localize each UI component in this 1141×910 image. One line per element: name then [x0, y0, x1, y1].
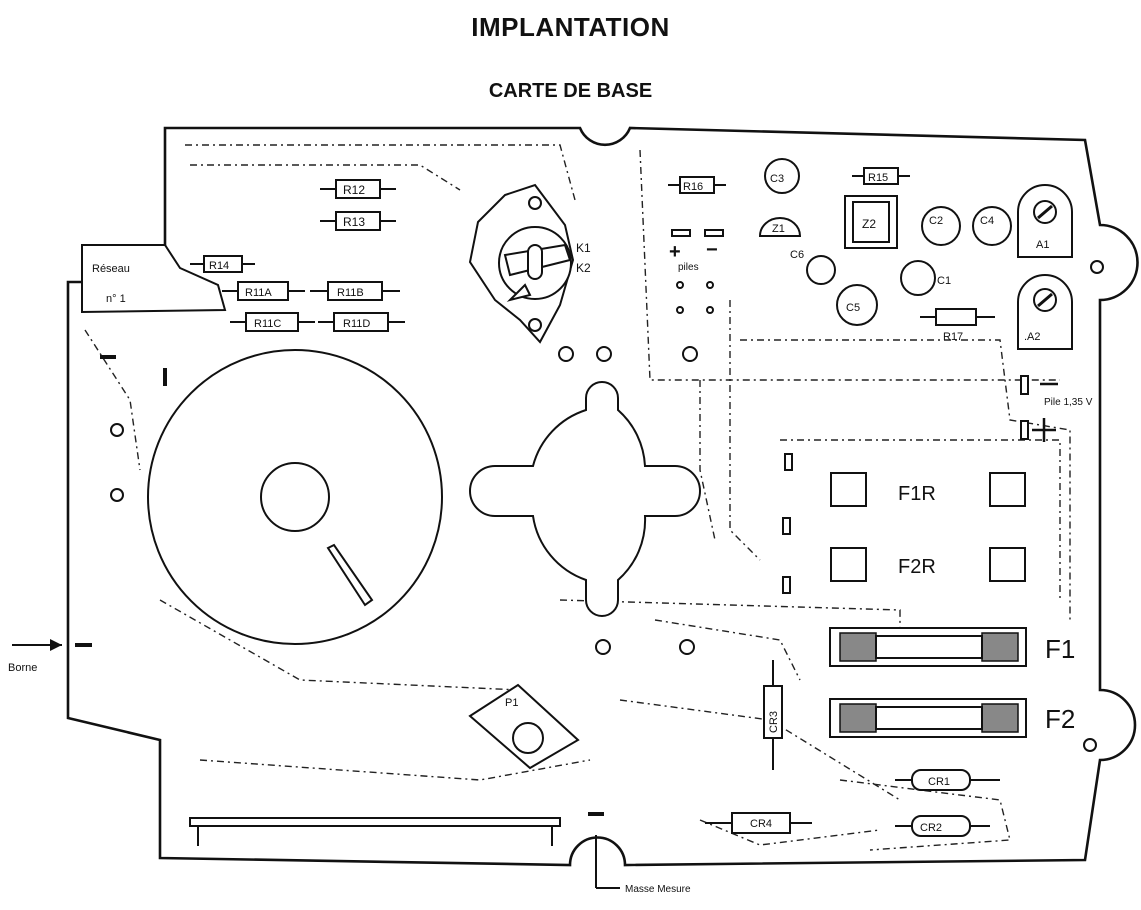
piles-label: piles [678, 262, 699, 273]
battery-connectors: + − piles [669, 229, 724, 314]
resistor-r11c: R11C [230, 312, 315, 332]
mount-hole [1090, 260, 1104, 274]
fuse-holders-f1r: F1R [782, 453, 1026, 594]
meter-bracket [469, 346, 701, 655]
page-subtitle: CARTE DE BASE [488, 80, 653, 102]
capacitor-c2: C2 [921, 206, 961, 246]
r13-label: R13 [343, 215, 365, 229]
resistor-r11b: R11B [310, 281, 400, 301]
meter-movement [100, 349, 443, 645]
c4-label: C4 [980, 215, 994, 227]
cr4-label: CR4 [750, 818, 772, 830]
z2-label: Z2 [862, 217, 876, 231]
resistor-r13: R13 [320, 211, 396, 231]
capacitor-c4: C4 [972, 206, 1012, 246]
resistor-r11d: R11D [318, 312, 405, 332]
zener-z1: Z1 [758, 217, 802, 237]
r16-label: R16 [683, 181, 703, 193]
r12-label: R12 [343, 183, 365, 197]
a2-label: .A2 [1024, 331, 1041, 343]
resistor-r15: R15 [852, 167, 910, 185]
r14-label: R14 [209, 260, 229, 272]
a1-label: A1 [1036, 239, 1049, 251]
diode-cr3: CR3 [763, 660, 783, 770]
p1-label: P1 [505, 697, 518, 709]
f2-label: F2 [1045, 704, 1075, 734]
svg-text:+: + [669, 241, 681, 263]
rotary-switch-k1-k2: K1 K2 [468, 183, 591, 344]
k2-label: K2 [576, 261, 591, 275]
capacitor-c1: C1 [900, 260, 951, 296]
resistor-r14: R14 [190, 255, 255, 273]
fuse-holders-f2r: F2R [830, 547, 1026, 582]
c5-label: C5 [846, 302, 860, 314]
z1-label: Z1 [772, 223, 785, 235]
diode-cr1: CR1 [895, 769, 1000, 791]
masse-label: Masse Mesure [625, 884, 691, 895]
r17-label: R17 [943, 331, 963, 343]
resistor-r17: R17 [920, 308, 995, 343]
adjustable-a2: .A2 [1017, 274, 1073, 350]
r11a-label: R11A [245, 287, 272, 299]
borne-terminal: Borne [8, 639, 92, 674]
pile-label: Pile 1,35 V [1044, 397, 1093, 408]
diode-cr2: CR2 [895, 815, 990, 837]
r11d-label: R11D [343, 318, 370, 330]
no1-label: n° 1 [106, 293, 126, 305]
f1r-label: F1R [898, 483, 936, 505]
reseau-block: Réseau n° 1 [81, 244, 227, 314]
r11c-label: R11C [254, 318, 281, 330]
r11b-label: R11B [337, 287, 364, 299]
cr3-label: CR3 [768, 711, 780, 733]
fuse-f2: F2 [829, 698, 1075, 738]
c6-label: C6 [790, 249, 804, 261]
cr2-label: CR2 [920, 822, 942, 834]
borne-label: Borne [8, 662, 37, 674]
r15-label: R15 [868, 172, 888, 184]
capacitor-c5: C5 [836, 284, 878, 326]
potentiometer-p1: P1 [468, 683, 580, 770]
c3-label: C3 [770, 173, 784, 185]
resistor-r11a: R11A [222, 281, 305, 301]
resistor-r16: R16 [668, 176, 726, 194]
c1-label: C1 [937, 275, 951, 287]
adjustable-a1: A1 [1017, 184, 1073, 258]
diode-cr4: CR4 [705, 812, 812, 834]
capacitor-c3: C3 [764, 158, 800, 194]
capacitor-c6: C6 [790, 249, 836, 285]
masse-mesure-pointer: Masse Mesure [595, 835, 691, 895]
c2-label: C2 [929, 215, 943, 227]
bottom-bracket [189, 812, 604, 846]
page-title: IMPLANTATION [471, 12, 670, 42]
f1-label: F1 [1045, 634, 1075, 664]
fuse-f1: F1 [829, 627, 1075, 667]
k1-label: K1 [576, 241, 591, 255]
cr1-label: CR1 [928, 776, 950, 788]
chip-z2: Z2 [844, 195, 898, 249]
reseau-label: Réseau [92, 263, 130, 275]
mount-hole [1083, 738, 1097, 752]
f2r-label: F2R [898, 556, 936, 578]
svg-text:−: − [706, 239, 718, 261]
resistor-r12: R12 [320, 179, 396, 199]
pile-contacts: Pile 1,35 V [1020, 375, 1093, 442]
